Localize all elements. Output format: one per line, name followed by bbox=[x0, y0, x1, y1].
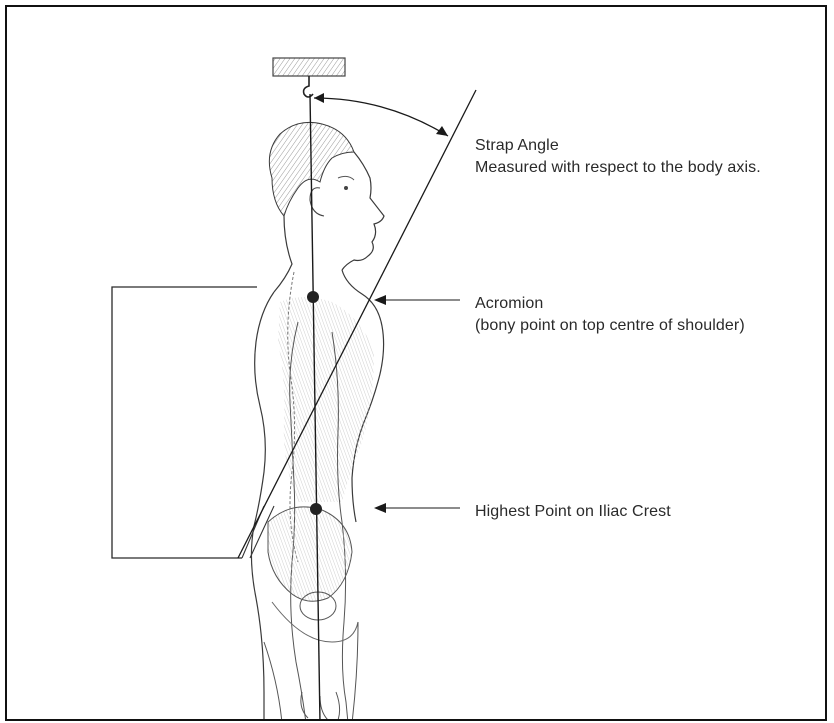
acromion-title: Acromion bbox=[475, 293, 745, 315]
hanging-bar bbox=[273, 58, 345, 97]
body-diagram bbox=[7, 7, 827, 721]
acromion-pointer-arrow bbox=[374, 295, 460, 305]
acromion-annotation: Acromion (bony point on top centre of sh… bbox=[475, 293, 745, 337]
iliac-crest-annotation: Highest Point on Iliac Crest bbox=[475, 501, 671, 523]
strap-angle-annotation: Strap Angle Measured with respect to the… bbox=[475, 135, 761, 179]
figure-frame: Strap Angle Measured with respect to the… bbox=[5, 5, 827, 721]
strap-angle-title: Strap Angle bbox=[475, 135, 761, 157]
iliac-crest-label: Highest Point on Iliac Crest bbox=[475, 501, 671, 523]
acromion-description: (bony point on top centre of shoulder) bbox=[475, 315, 745, 337]
human-figure bbox=[251, 122, 384, 721]
strap-angle-description: Measured with respect to the body axis. bbox=[475, 157, 761, 179]
iliac-crest-pointer-arrow bbox=[374, 503, 460, 513]
acromion-marker bbox=[307, 291, 319, 303]
iliac-crest-marker bbox=[310, 503, 322, 515]
backpack-outline bbox=[112, 287, 274, 558]
